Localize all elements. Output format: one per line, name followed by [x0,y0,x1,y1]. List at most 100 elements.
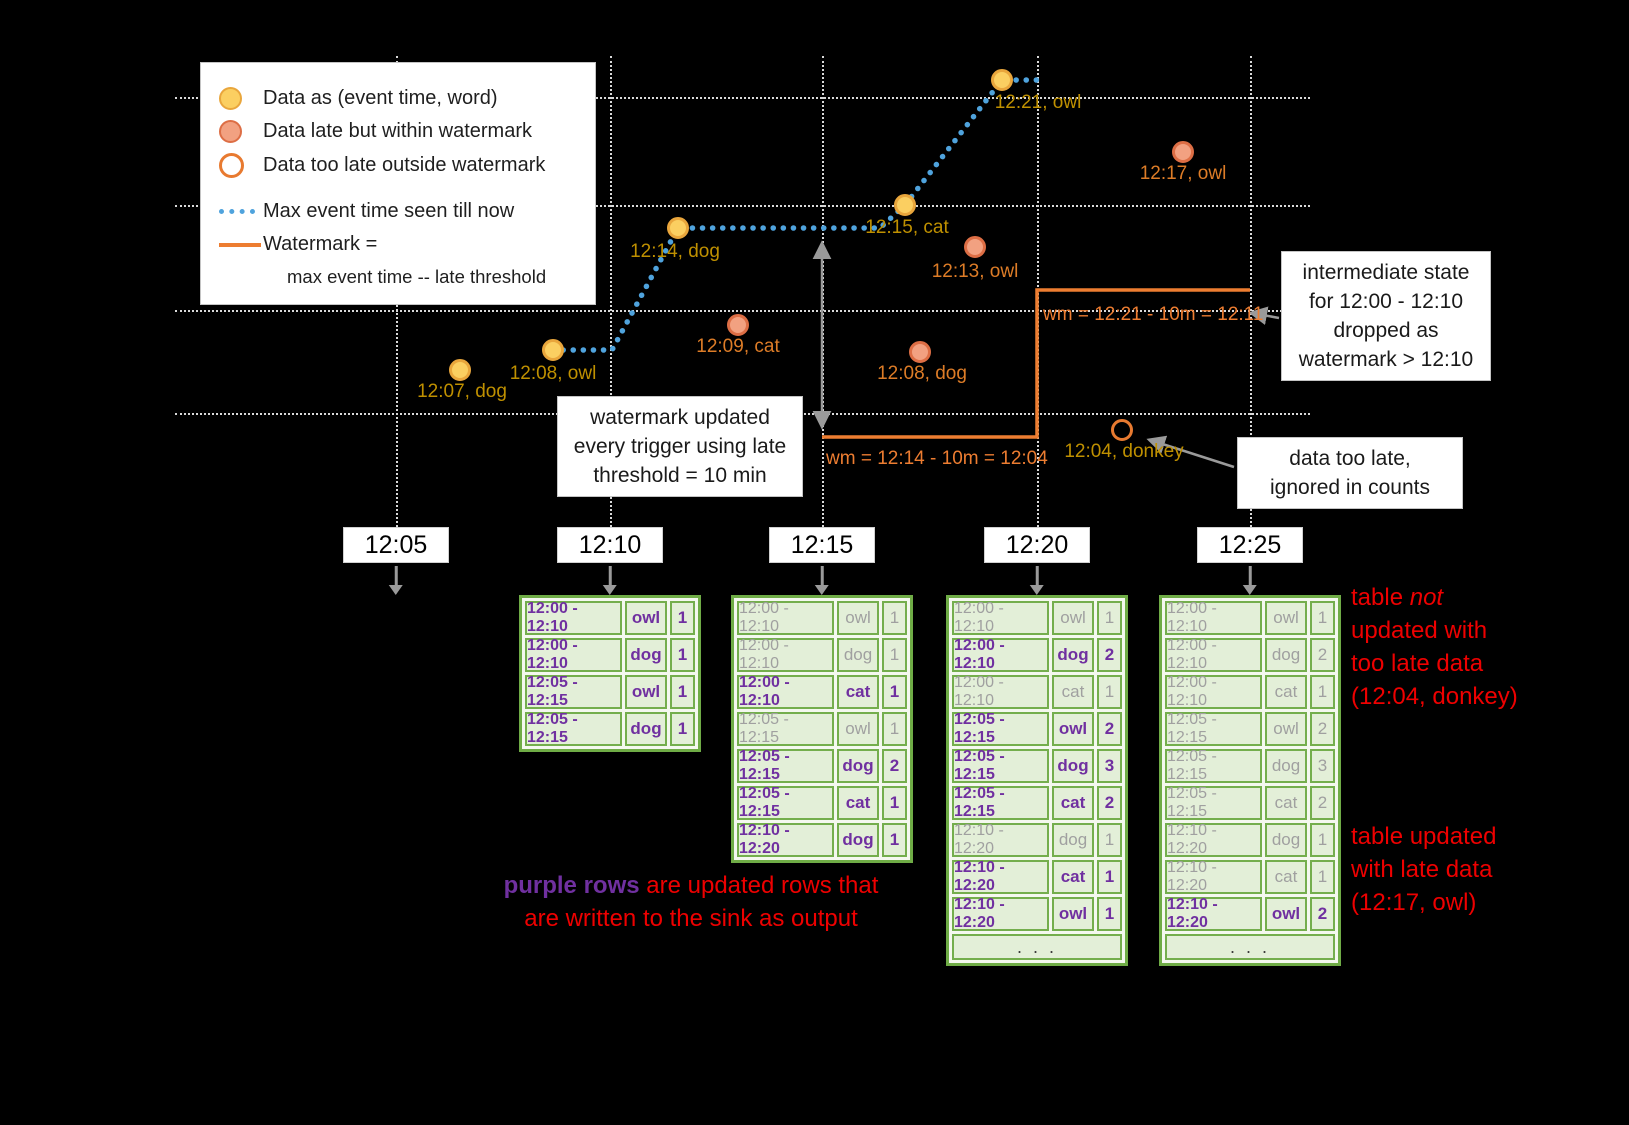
table-cell-word: owl [837,601,879,635]
callout-intermediate-state: intermediate state for 12:00 - 12:10 dro… [1281,251,1491,381]
table-cell-window: 12:00 - 12:10 [737,674,834,709]
note-line: too late data [1351,650,1484,677]
table-cell-window: 12:00 - 12:10 [525,600,622,635]
callout-line: watermark updated [590,406,770,429]
table-cell-word: dog [1265,638,1307,672]
table-cell-count: 1 [1310,601,1335,635]
callout-line: for 12:00 - 12:10 [1308,290,1464,313]
table-cell-count: 3 [1310,749,1335,783]
legend-item: Max event time seen till now [219,200,581,223]
table-cell-word: cat [1052,786,1094,820]
note-table-updated-late: table updated with late data (12:17, owl… [1351,820,1496,919]
table-cell-word: owl [625,675,667,709]
table-cell-window: 12:00 - 12:10 [1165,674,1262,709]
table-cell-count: 1 [882,638,907,672]
table-cell-word: cat [1052,675,1094,709]
table-cell-word: owl [625,601,667,635]
table-cell-count: 2 [882,749,907,783]
table-cell-word: dog [1052,749,1094,783]
table-cell-window: 12:05 - 12:15 [737,785,834,820]
watermark-line-icon [219,242,261,247]
table-cell-window: 12:05 - 12:15 [525,711,622,746]
legend-icon-cell [219,153,263,178]
callout-line: every trigger using late [573,435,787,458]
table-cell-word: dog [625,638,667,672]
table-cell-word: dog [1052,823,1094,857]
too-late-dot-icon [219,153,244,178]
legend-item: Data as (event time, word) [219,87,581,110]
table-cell-count: 1 [1097,860,1122,894]
table-ellipsis-row: . . . [952,934,1122,960]
trigger-time-label: 12:15 [769,527,875,563]
table-cell-word: cat [1052,860,1094,894]
table-cell-window: 12:05 - 12:15 [1165,785,1262,820]
table-cell-count: 2 [1310,638,1335,672]
legend: Data as (event time, word) Data late but… [200,62,596,305]
table-cell-count: 2 [1097,712,1122,746]
callout-line: intermediate state [1302,261,1470,284]
table-cell-window: 12:05 - 12:15 [1165,711,1262,746]
callout-line: dropped as [1333,319,1439,342]
note-line: with late data [1351,856,1493,883]
note-line: table updated [1351,823,1497,850]
table-cell-window: 12:00 - 12:10 [952,600,1049,635]
table-cell-window: 12:10 - 12:20 [952,859,1049,894]
table-cell-window: 12:05 - 12:15 [525,674,622,709]
table-cell-count: 1 [1310,823,1335,857]
table-cell-count: 1 [670,638,695,672]
data-point-label: 12:08, owl [509,363,597,384]
watermark-value-label-1: wm = 12:14 - 10m = 12:04 [826,448,1048,469]
table-cell-word: dog [837,638,879,672]
trigger-arrow-icon [394,566,398,585]
table-cell-count: 1 [882,601,907,635]
callout-line: watermark > 12:10 [1298,348,1474,371]
callout-watermark-updated: watermark updated every trigger using la… [557,396,803,497]
table-cell-window: 12:05 - 12:15 [1165,748,1262,783]
table-cell-word: dog [837,749,879,783]
table-cell-word: dog [1265,749,1307,783]
table-cell-word: owl [1052,601,1094,635]
callout-line: data too late, [1289,447,1411,470]
legend-label: Watermark = [263,233,378,255]
table-cell-count: 1 [882,712,907,746]
legend-icon-cell [219,242,263,247]
table-cell-word: owl [1265,897,1307,931]
table-cell-count: 3 [1097,749,1122,783]
trigger-arrow-icon [608,566,612,585]
purple-rows-highlight: purple rows [503,872,640,899]
table-cell-count: 1 [882,675,907,709]
note-text-italic: not [1409,584,1444,611]
callout-too-late: data too late, ignored in counts [1237,437,1463,509]
table-cell-window: 12:05 - 12:15 [737,748,834,783]
data-point-on-time [449,359,471,381]
grid-line-vertical [1250,56,1252,527]
table-cell-count: 1 [1097,601,1122,635]
callout-line: ignored in counts [1270,476,1430,499]
note-line: table not [1351,581,1518,614]
max-event-time-line-icon [219,209,255,214]
note-line: (12:17, owl) [1351,889,1477,916]
table-cell-word: owl [1052,897,1094,931]
table-cell-count: 1 [882,786,907,820]
table-cell-count: 1 [670,675,695,709]
table-cell-window: 12:00 - 12:10 [525,637,622,672]
